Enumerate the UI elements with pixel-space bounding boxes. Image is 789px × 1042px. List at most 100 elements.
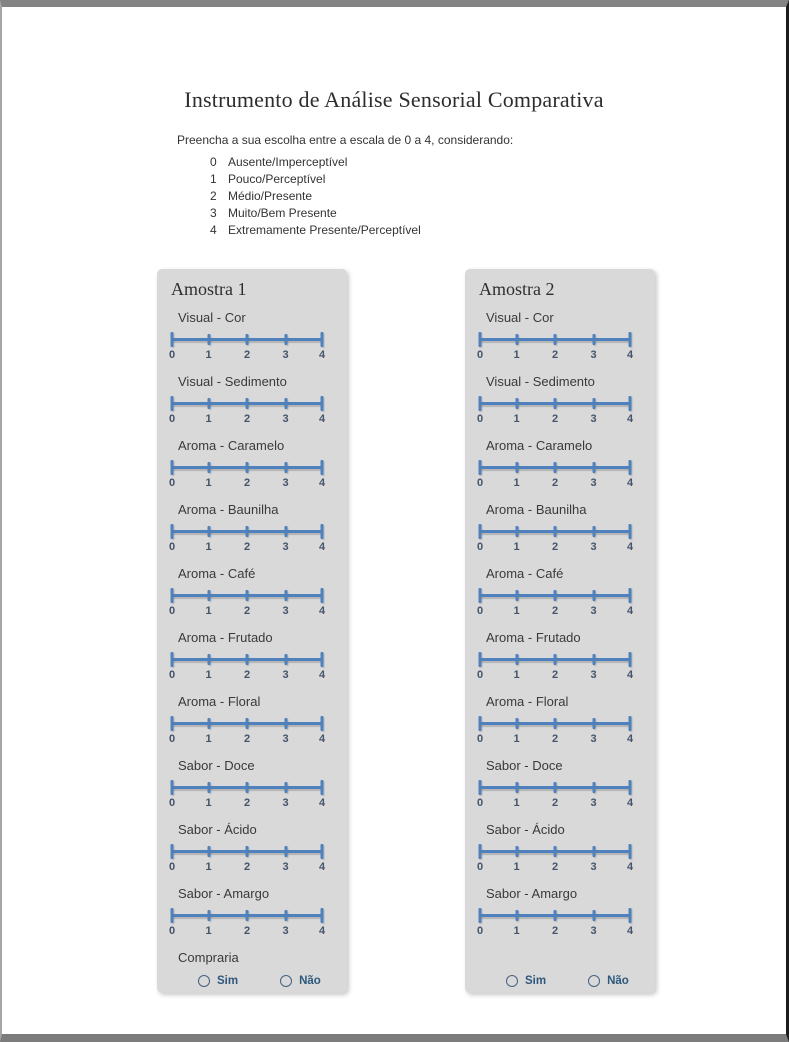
scale-tick-label: 3 [282,541,289,553]
scale-tick-label: 3 [282,605,289,617]
scale-tick-label: 0 [476,477,484,489]
scale-tick [553,590,557,601]
attribute-label: Aroma - Frutado [486,630,581,645]
scale-tick-label: 0 [168,477,176,489]
scale-tick [284,462,287,473]
scale-tick [553,526,557,537]
scale-tick [553,398,557,409]
scale-tick [320,396,324,411]
scale-tick [553,910,557,921]
attribute-label: Aroma - Café [486,566,564,581]
buy-question-label [486,950,643,966]
scale-tick-label: 4 [626,605,634,617]
scale-tick-label: 4 [626,797,634,809]
scale-tick-label: 4 [626,413,634,425]
scale-tick-label: 0 [476,413,484,425]
radio-option-sim[interactable]: Sim [506,975,546,987]
scale-tick [207,654,210,665]
radio-option-não[interactable]: Não [588,975,629,987]
scale-tick-label: 4 [626,349,634,361]
scale-tick [628,780,632,795]
scale-tick-label: 2 [551,925,559,937]
attribute-label: Visual - Sedimento [486,374,595,389]
scale-tick-label: 1 [513,413,520,425]
scale-tick-label: 1 [205,541,212,553]
radio-button-icon[interactable] [506,975,518,987]
radio-option-label: Sim [217,975,239,987]
scale-tick-label: 0 [476,797,484,809]
scale-tick-label: 4 [318,413,326,425]
scale-tick-label: 1 [205,733,212,745]
scale-tick [245,334,249,345]
scale-tick-label: 2 [551,413,559,425]
scale-tick-label: 0 [476,861,484,873]
scale-tick-label: 3 [590,861,597,873]
legend-label: Muito/Bem Presente [228,206,337,220]
scale-tick-label: 2 [551,861,559,873]
scale-tick [284,334,287,345]
radio-option-não[interactable]: Não [280,975,321,987]
scale-tick-label: 2 [243,541,251,553]
scale-tick [207,590,210,601]
scale-tick [478,908,482,923]
scale-tick [553,654,557,665]
scale-legend-item: 4 Extremamente Presente/Perceptível [210,222,786,239]
scale-tick [628,716,632,731]
scale-tick-label: 3 [590,669,597,681]
scale-tick [515,782,518,793]
scale-tick [320,908,324,923]
buy-options: Sim Não [198,975,335,987]
radio-button-icon[interactable] [198,975,210,987]
scale-tick-label: 2 [551,605,559,617]
radio-option-label: Não [607,975,629,987]
scale-tick-label: 4 [318,925,326,937]
scale-tick-label: 0 [168,861,176,873]
scale-legend-item: 0 Ausente/Imperceptível [210,154,786,171]
scale-tick-label: 3 [590,925,597,937]
attribute-label: Aroma - Caramelo [178,438,285,453]
scale-tick [515,590,518,601]
legend-value: 3 [210,206,217,220]
scale-tick [515,654,518,665]
scale-tick-label: 4 [318,349,326,361]
radio-button-icon[interactable] [588,975,601,987]
scale-tick [592,526,595,537]
attribute-label: Aroma - Baunilha [486,502,587,517]
attribute-label: Sabor - Amargo [486,886,578,901]
attribute-label: Aroma - Floral [486,694,569,709]
radio-option-sim[interactable]: Sim [198,975,238,987]
scale-tick-label: 4 [318,797,326,809]
scale-tick [284,654,287,665]
scale-tick-label: 4 [318,861,326,873]
radio-button-icon[interactable] [280,975,293,987]
scale-tick-label: 0 [476,733,484,745]
